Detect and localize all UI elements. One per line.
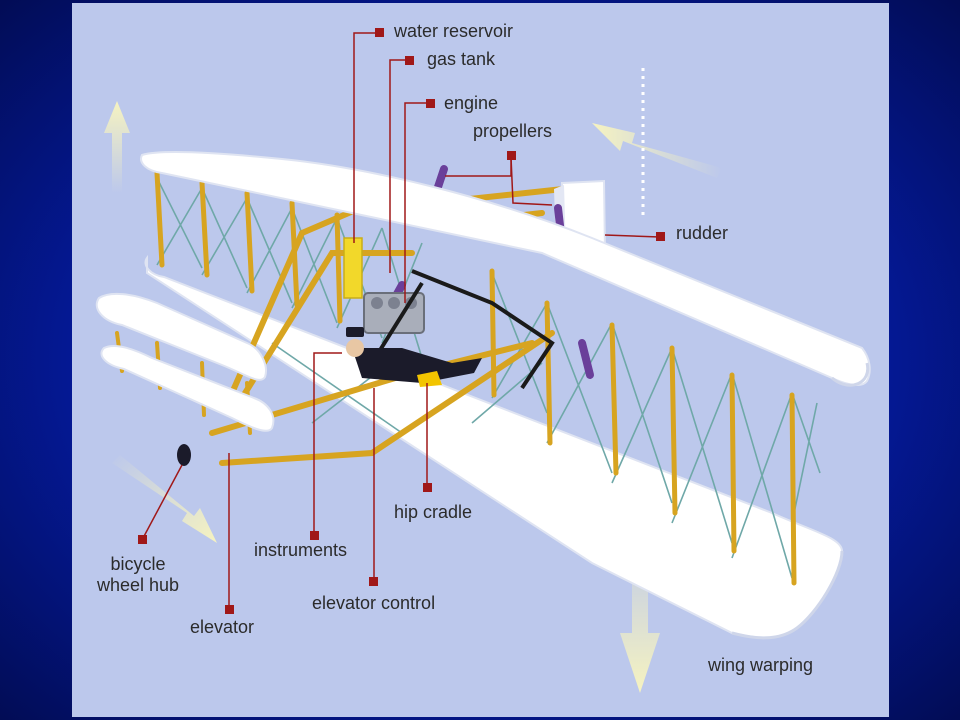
leader-markers (138, 28, 665, 614)
rudder-arrow (592, 123, 722, 178)
label-elevator: elevator (190, 617, 255, 637)
wright-flyer-illustration (95, 28, 871, 693)
label-gas-tank: gas tank (427, 49, 496, 69)
label-bicycle-wheel-hub-line1: bicycle (110, 554, 166, 574)
label-bicycle-wheel-hub-line2: wheel hub (96, 575, 180, 595)
label-engine: engine (444, 93, 499, 113)
hip-cradle (417, 371, 442, 387)
label-water-reservoir: water reservoir (394, 21, 514, 41)
wing-up-arrow (104, 101, 130, 193)
label-instruments: instruments (254, 540, 348, 560)
wing-down-arrow (620, 533, 660, 693)
water-reservoir (343, 237, 363, 299)
label-bicycle-wheel-hub: bicycle wheel hub (88, 554, 188, 596)
diagram-panel: water reservoir gas tank engine propelle… (72, 3, 889, 717)
label-wing-warping: wing warping (708, 655, 814, 675)
pilot (346, 327, 482, 383)
bicycle-wheel-hub (177, 444, 191, 466)
label-rudder: rudder (676, 223, 729, 243)
top-wing (140, 151, 871, 386)
elevator (95, 292, 275, 466)
elevator-arrow (112, 455, 217, 543)
label-propellers: propellers (473, 121, 553, 141)
leader-lines (141, 32, 661, 610)
label-hip-cradle: hip cradle (394, 502, 473, 522)
label-elevator-control: elevator control (312, 593, 436, 613)
